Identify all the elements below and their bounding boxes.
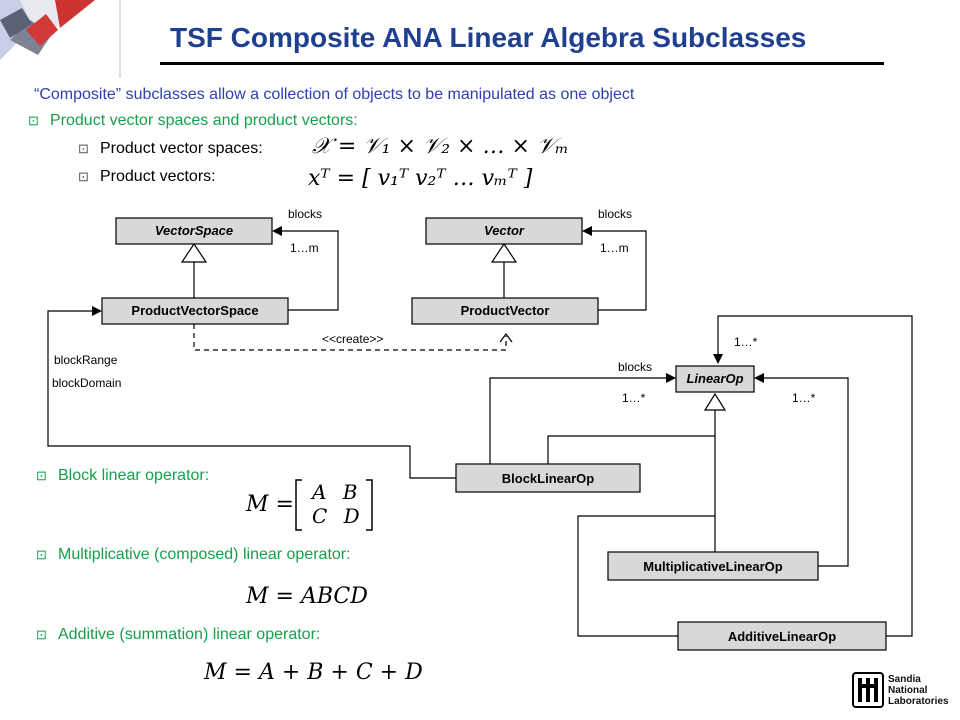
equation-product-space: 𝒳 = 𝒱₁ × 𝒱₂ × … × 𝒱ₘ [312, 134, 569, 159]
label-blocks-lo: blocks [618, 360, 652, 374]
equation-block-row2: C D [312, 504, 360, 528]
label-block-domain: blockDomain [52, 376, 121, 390]
bullet-marker-icon: ⊡ [36, 627, 47, 642]
class-box-product-vector [411, 297, 599, 325]
logo-line-3: Laboratories [888, 695, 949, 707]
class-box-additive-linear-op [677, 621, 887, 651]
equation-additive: M = A + B + C + D [204, 660, 423, 685]
equation-block-lhs: M = [246, 492, 294, 517]
bullet-product-label: Product vector spaces and product vector… [50, 112, 358, 129]
corner-flag-graphic [0, 0, 121, 78]
bullet-block: ⊡ Block linear operator: [36, 467, 209, 485]
inheritance-arrow-icon [180, 242, 208, 263]
class-box-block-linear-op [455, 463, 641, 493]
matrix-brackets [295, 479, 373, 531]
class-name-vector-space: VectorSpace [155, 223, 233, 238]
bullet-product: ⊡ Product vector spaces and product vecto… [28, 112, 358, 130]
sub-bullet-product-vectors: ⊡ Product vectors: [78, 168, 216, 186]
thunderbird-logo-icon [852, 672, 884, 708]
label-blocks-v: blocks [598, 207, 632, 221]
class-name-product-vector: ProductVector [461, 303, 550, 318]
label-mult-v: 1…m [600, 241, 629, 255]
label-mult-vs: 1…m [290, 241, 319, 255]
class-name-multiplicative-linear-op: MultiplicativeLinearOp [643, 559, 782, 574]
inheritance-arrow-icon [490, 242, 518, 263]
bullet-block-label: Block linear operator: [58, 467, 210, 484]
bullet-additive: ⊡ Additive (summation) linear operator: [36, 626, 320, 644]
bullet-marker-icon: ⊡ [36, 468, 47, 483]
class-name-vector: Vector [484, 223, 525, 238]
title-rule [160, 62, 884, 65]
class-box-product-vector-space [101, 297, 289, 325]
logo-wordmark: Sandia National Laboratories [888, 674, 949, 707]
equation-block-row1: A B [312, 480, 358, 504]
inheritance-arrow-icon [703, 392, 727, 411]
label-mult-lo-left: 1…* [622, 391, 646, 405]
bullet-additive-label: Additive (summation) linear operator: [58, 626, 321, 643]
sub-bullet-product-spaces: ⊡ Product vector spaces: [78, 140, 263, 158]
class-name-product-vector-space: ProductVectorSpace [131, 303, 258, 318]
bullet-marker-icon: ⊡ [36, 547, 47, 562]
logo-line-1: Sandia [888, 673, 921, 685]
bullet-multiplicative: ⊡ Multiplicative (composed) linear operat… [36, 546, 351, 564]
bullet-marker-icon: ⊡ [28, 113, 39, 128]
equation-multiplicative: M = ABCD [246, 584, 368, 609]
equation-block: M = A B C D [246, 478, 376, 532]
class-name-linear-op: LinearOp [686, 371, 743, 386]
page-title: TSF Composite ANA Linear Algebra Subclas… [170, 22, 807, 53]
bullet-multiplicative-label: Multiplicative (composed) linear operato… [58, 546, 351, 563]
intro-text: “Composite” subclasses allow a collectio… [34, 86, 635, 103]
equation-product-vector: xᵀ = [ v₁ᵀ v₂ᵀ … vₘᵀ ] [308, 166, 533, 191]
label-block-range: blockRange [54, 353, 118, 367]
logo-line-2: National [888, 684, 928, 696]
label-blocks-vs: blocks [288, 207, 322, 221]
bullet-marker-icon: ⊡ [78, 141, 89, 156]
bullet-marker-icon: ⊡ [78, 169, 89, 184]
class-name-additive-linear-op: AdditiveLinearOp [728, 629, 836, 644]
class-box-vector-space [115, 217, 273, 245]
label-create: <<create>> [322, 332, 383, 346]
class-name-block-linear-op: BlockLinearOp [502, 471, 595, 486]
label-mult-lo-top: 1…* [734, 335, 758, 349]
sub-bullet-product-vectors-label: Product vectors: [100, 168, 216, 185]
label-mult-lo-right: 1…* [792, 391, 816, 405]
sandia-logo: Sandia National Laboratories [852, 672, 949, 708]
class-box-linear-op [675, 365, 755, 393]
sub-bullet-product-spaces-label: Product vector spaces: [100, 140, 263, 157]
